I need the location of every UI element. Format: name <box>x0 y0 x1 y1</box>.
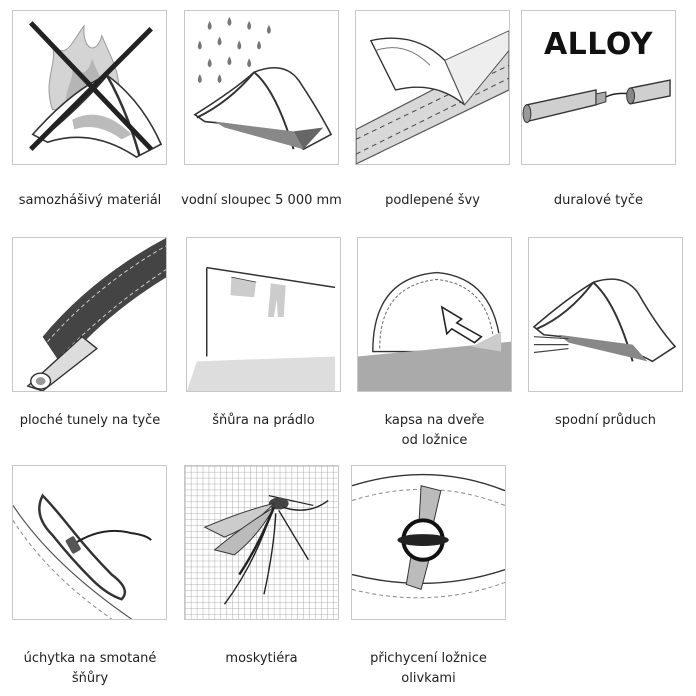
toggle-attachment-icon <box>352 473 505 599</box>
caption-line: podlepené švy <box>385 193 480 208</box>
taped-seams-icon <box>356 30 509 164</box>
tile-mosquito-net <box>184 465 339 620</box>
rain-tent-icon <box>193 16 333 151</box>
caption-door-pocket: kapsa na dveře od ložnice <box>347 411 522 451</box>
bottom-vent-icon <box>532 278 677 363</box>
tile-fire-retardant <box>12 10 167 165</box>
caption-line: od ložnice <box>401 433 468 448</box>
caption-bottom-vent: spodní průduch <box>518 411 693 431</box>
tile-clothesline <box>186 237 341 392</box>
caption-line: ploché tunely na tyče <box>19 413 161 428</box>
clothesline-icon <box>187 266 336 391</box>
caption-line: šňůry <box>71 671 109 686</box>
caption-line: kapsa na dveře <box>384 413 485 428</box>
tile-toggle-attachment <box>351 465 506 620</box>
caption-line: samozhášivý materiál <box>18 193 162 208</box>
tile-bottom-vent <box>528 237 683 392</box>
door-pocket-icon <box>358 271 511 391</box>
caption-line: úchytka na smotané <box>23 651 157 666</box>
caption-taped-seams: podlepené švy <box>345 191 520 211</box>
caption-line: šňůra na prádlo <box>212 413 315 428</box>
caption-fire-retardant: samozhášivý materiál <box>0 191 180 211</box>
tile-alloy: ALLOY <box>521 10 676 165</box>
caption-cord-holder: úchytka na smotané šňůry <box>0 649 180 689</box>
tile-taped-seams <box>355 10 510 165</box>
caption-toggle-attachment: přichycení ložnice olivkami <box>341 649 516 689</box>
caption-line: olivkami <box>401 671 456 686</box>
caption-line: vodní sloupec 5 000 mm <box>181 193 342 208</box>
caption-line: přichycení ložnice <box>370 651 487 666</box>
pole-sleeve-icon <box>26 238 166 391</box>
tile-cord-holder <box>12 465 167 620</box>
caption-line: duralové tyče <box>553 193 644 208</box>
fire-retardant-icon <box>28 21 163 159</box>
caption-alloy: duralové tyče <box>506 191 691 211</box>
caption-line: moskytiéra <box>225 651 298 666</box>
alloy-label: ALLOY <box>543 27 654 62</box>
caption-line: spodní průduch <box>555 413 656 428</box>
mosquito-net-icon <box>185 466 338 619</box>
caption-pole-sleeve: ploché tunely na tyče <box>0 411 180 431</box>
alloy-poles-icon <box>522 79 671 124</box>
caption-clothesline: šňůra na prádlo <box>176 411 351 431</box>
caption-rain: vodní sloupec 5 000 mm <box>169 191 354 211</box>
tile-door-pocket <box>357 237 512 392</box>
tile-rain <box>184 10 339 165</box>
cord-holder-icon <box>13 493 152 619</box>
caption-mosquito-net: moskytiéra <box>174 649 349 669</box>
tile-pole-sleeve <box>12 237 167 392</box>
